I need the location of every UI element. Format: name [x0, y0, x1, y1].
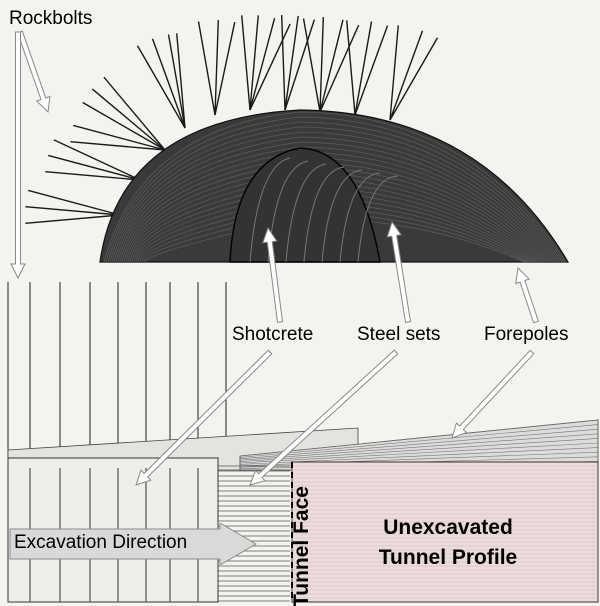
rockbolt: [354, 21, 373, 116]
shotcrete-pointer-upper: [262, 226, 284, 323]
forepoles-pointer-lower: [451, 349, 535, 439]
rockbolt: [280, 15, 286, 111]
rockbolt: [284, 19, 316, 111]
forepoles-pointer-upper: [515, 266, 540, 324]
rockbolt: [167, 34, 186, 129]
steel-set-rib: [321, 169, 363, 263]
rockbolt: [73, 124, 166, 151]
rockbolt: [319, 19, 344, 113]
rockbolt: [249, 18, 276, 111]
steel-set-rib: [249, 157, 291, 263]
rockbolts-label: Rockbolts: [9, 8, 93, 29]
forepole-plan-line: [239, 438, 599, 462]
steel-set-rib: [285, 163, 327, 263]
shotcrete-pointer-lower: [135, 349, 273, 486]
rockbolt: [82, 101, 166, 151]
rockbolt: [302, 18, 321, 113]
excavation-direction-arrow: [9, 523, 257, 565]
rockbolts-pointer-upper: [17, 30, 51, 114]
forepole-line: [111, 131, 559, 263]
rockbolt: [70, 141, 166, 151]
forepole-plan-line: [239, 442, 599, 464]
steel-sets-pointer-lower: [249, 349, 399, 486]
forepoles-label: Forepoles: [484, 324, 569, 345]
forepole-line: [115, 141, 555, 263]
rockbolts-group: [25, 15, 439, 224]
rockbolt: [45, 171, 141, 181]
rockbolt: [249, 23, 291, 111]
shotcrete-label: Shotcrete: [232, 324, 314, 345]
rockbolt: [346, 20, 356, 116]
steel-set-rib: [357, 175, 399, 263]
rockbolt: [319, 17, 325, 113]
unexcavated-profile-label: Unexcavated Tunnel Profile: [358, 513, 538, 573]
pointer-arrows: [10, 30, 540, 486]
forepole-line: [107, 121, 563, 263]
rockbolt: [136, 45, 186, 129]
forepole-plan-line: [239, 419, 599, 457]
rockbolt: [197, 21, 216, 116]
rockbolt: [48, 154, 141, 181]
unexcavated-line-1: Unexcavated: [383, 516, 513, 539]
forepole-line: [117, 146, 553, 263]
rockbolt: [25, 206, 121, 216]
rockbolt: [25, 214, 121, 224]
steel-sets-label: Steel sets: [357, 324, 441, 345]
unexcavated-line-2: Tunnel Profile: [378, 546, 518, 569]
unexcavated-block: [291, 461, 599, 603]
rockbolt: [28, 189, 121, 216]
rockbolt: [91, 88, 166, 151]
excavation-direction-label: Excavation Direction: [14, 532, 188, 553]
tunnel-arch: [99, 109, 570, 263]
steel-set-rib: [303, 166, 345, 263]
rockbolt: [241, 15, 251, 111]
forepole-plan-line: [239, 428, 599, 460]
forepole-plan-line: [239, 433, 599, 461]
rockbolts-pointer-lower: [10, 31, 26, 280]
tunnel-face-label: Tunnel Face: [290, 486, 313, 606]
rockbolt: [176, 33, 186, 129]
forepole-line: [109, 126, 561, 263]
forepole-line: [113, 136, 557, 263]
rockbolt: [389, 25, 399, 121]
steel-sets-pointer-upper: [386, 220, 412, 323]
rockbolt: [249, 15, 259, 111]
rockbolt: [103, 76, 166, 151]
rockbolt: [284, 15, 299, 111]
rockbolt: [389, 37, 439, 121]
rockbolt: [214, 20, 220, 116]
forepole-plan-line: [239, 424, 599, 458]
steel-set-rib: [339, 172, 381, 263]
forepole-line: [105, 116, 565, 263]
rockbolt: [354, 25, 389, 116]
rockbolt: [319, 24, 360, 113]
rockbolt: [151, 38, 186, 129]
rockbolt: [214, 21, 236, 116]
rockbolt: [53, 139, 141, 181]
forepole-line: [103, 111, 567, 263]
rockbolt: [389, 30, 424, 121]
